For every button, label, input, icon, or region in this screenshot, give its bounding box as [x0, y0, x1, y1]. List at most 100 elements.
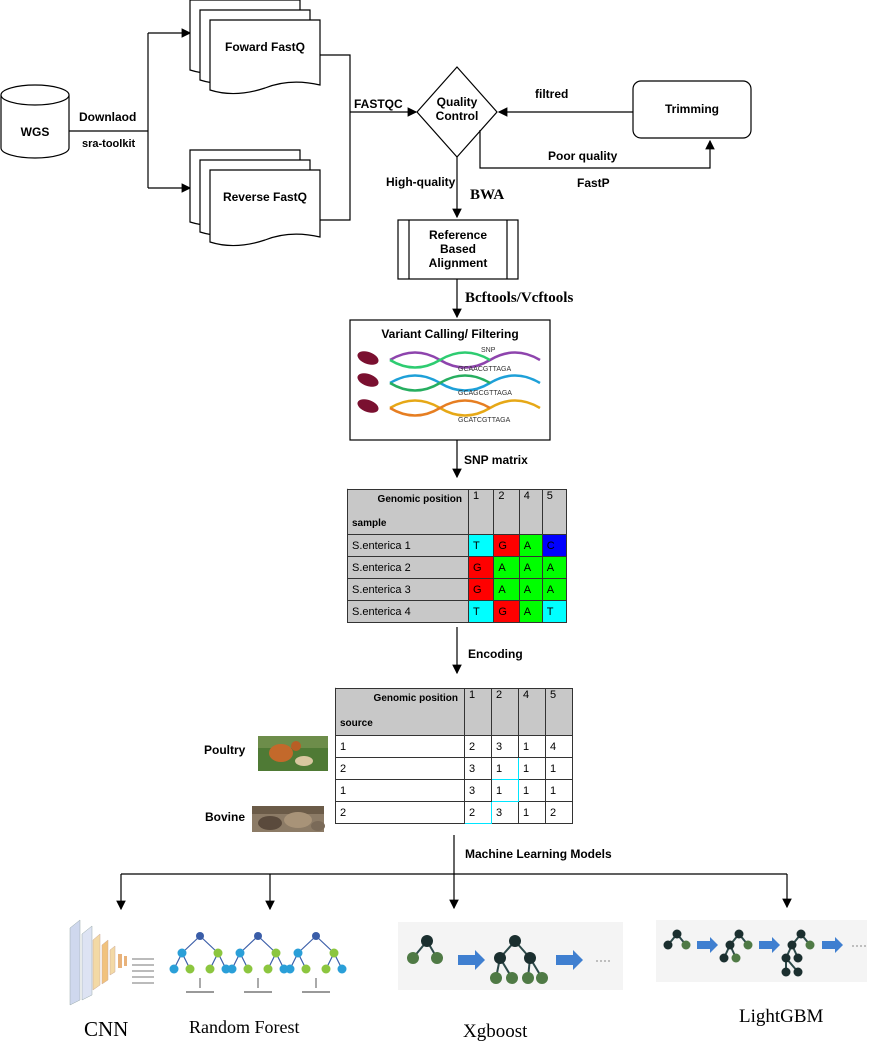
tree-node [263, 964, 273, 974]
tree-node [205, 964, 215, 974]
reverse-fastq-label: Reverse FastQ [222, 190, 308, 204]
tree-output-bar [244, 991, 272, 993]
table-row: S.enterica 2 G A A A [347, 556, 568, 579]
snp-cell: A [493, 578, 520, 601]
tree-node [213, 948, 223, 958]
snp-cell: A [518, 556, 543, 579]
snp-corner-top: Genomic position [377, 494, 462, 505]
snp-cell: G [467, 578, 495, 601]
enc-cell: 1 [491, 757, 519, 780]
snp-cell: A [518, 578, 543, 601]
alignment-label-2: Based [439, 242, 477, 256]
tree-node [177, 948, 187, 958]
enc-cell: 3 [464, 757, 492, 780]
tree-output-bar [302, 991, 330, 993]
dna-helix-icons [389, 351, 541, 417]
snp-cell: G [493, 600, 520, 623]
variant-calling-label: Variant Calling/ Filtering [381, 327, 519, 341]
snp-cell: G [467, 556, 495, 579]
dna-sequence-1: GCAACGTTAGA [458, 366, 511, 373]
table-row: S.enterica 1 T G A C [347, 534, 568, 557]
sample-name: S.enterica 2 [347, 556, 469, 579]
enc-corner-top: Genomic position [373, 693, 458, 704]
alignment-box [397, 219, 519, 280]
alignment-label-1: Reference [428, 228, 488, 242]
enc-pos-header: 4 [518, 688, 546, 736]
fastp-label: FastP [577, 176, 610, 190]
tree-node [312, 932, 320, 940]
snp-cell: G [493, 534, 520, 557]
enc-cell: 1 [518, 735, 546, 758]
sra-toolkit-label: sra-toolkit [82, 138, 136, 150]
dna-sequence-2: GCAGCGTTAGA [458, 390, 512, 397]
encoding-label: Encoding [468, 647, 523, 661]
cnn-label: CNN [84, 1017, 129, 1041]
table-row: 2 3 1 1 1 [335, 757, 573, 780]
snp-cell: A [518, 534, 543, 557]
snp-pos-header: 1 [467, 489, 495, 535]
variant-calling-box [349, 319, 551, 441]
ml-models-label: Machine Learning Models [465, 847, 612, 861]
tree-node [235, 948, 245, 958]
bovine-label: Bovine [205, 810, 246, 824]
xgboost-icon [398, 922, 623, 990]
lightgbm-label: LightGBM [739, 1006, 824, 1027]
download-label: Downlaod [79, 110, 137, 124]
enc-cell: 3 [464, 779, 492, 802]
enc-cell: 1 [518, 779, 546, 802]
bovine-photo [252, 806, 325, 832]
snp-cell: A [493, 556, 520, 579]
filtred-label: filtred [535, 87, 569, 101]
snp-pos-header: 5 [541, 489, 568, 535]
snp-cell: A [541, 578, 568, 601]
table-row: 1 2 3 1 4 [335, 735, 573, 758]
bwa-label: BWA [470, 187, 505, 203]
tree-node [169, 964, 179, 974]
table-row: 1 3 1 1 1 [335, 779, 573, 802]
trimming-label: Trimming [664, 102, 719, 116]
snp-cell: C [541, 534, 568, 557]
snp-pos-header: 2 [493, 489, 520, 535]
enc-cell: 2 [464, 735, 492, 758]
forward-fastq-label: Foward FastQ [224, 40, 305, 54]
tree-node [337, 964, 347, 974]
enc-cell: 1 [518, 757, 546, 780]
tree-node [254, 932, 262, 940]
enc-cell: 2 [464, 801, 492, 824]
snp-cell: T [541, 600, 568, 623]
snp-cell: T [467, 534, 495, 557]
tree-node [301, 964, 311, 974]
tree-node [227, 964, 237, 974]
sample-name: S.enterica 1 [347, 534, 469, 557]
enc-cell: 1 [518, 801, 546, 824]
snp-cell: T [467, 600, 495, 623]
tree-node [271, 948, 281, 958]
poultry-label: Poultry [204, 743, 246, 757]
snp-cell: A [541, 556, 568, 579]
lightgbm-icon [656, 920, 867, 982]
high-quality-label: High-quality [386, 175, 456, 189]
snp-pos-header: 4 [518, 489, 543, 535]
enc-cell: 1 [545, 757, 573, 780]
source-id: 2 [335, 801, 465, 824]
enc-cell: 1 [545, 779, 573, 802]
sample-name: S.enterica 4 [347, 600, 469, 623]
enc-cell: 1 [491, 779, 519, 802]
quality-control-label-1: Quality [436, 95, 478, 109]
tree-node [293, 948, 303, 958]
tree-output-bar [186, 991, 214, 993]
bacteria-icons [357, 351, 379, 413]
enc-pos-header: 5 [545, 688, 573, 736]
tree-node [185, 964, 195, 974]
sample-name: S.enterica 3 [347, 578, 469, 601]
snp-matrix-table: Genomic position sample 1 2 4 5 S.enteri… [347, 489, 568, 623]
snp-corner-bottom: sample [352, 518, 387, 529]
tree-node [196, 932, 204, 940]
quality-control-label-2: Control [435, 109, 479, 123]
enc-pos-header: 2 [491, 688, 519, 736]
encoded-matrix-table: Genomic position source 1 2 4 5 1 2 3 1 … [335, 688, 573, 824]
source-id: 1 [335, 735, 465, 758]
reverse-fastq-docs [189, 149, 321, 247]
